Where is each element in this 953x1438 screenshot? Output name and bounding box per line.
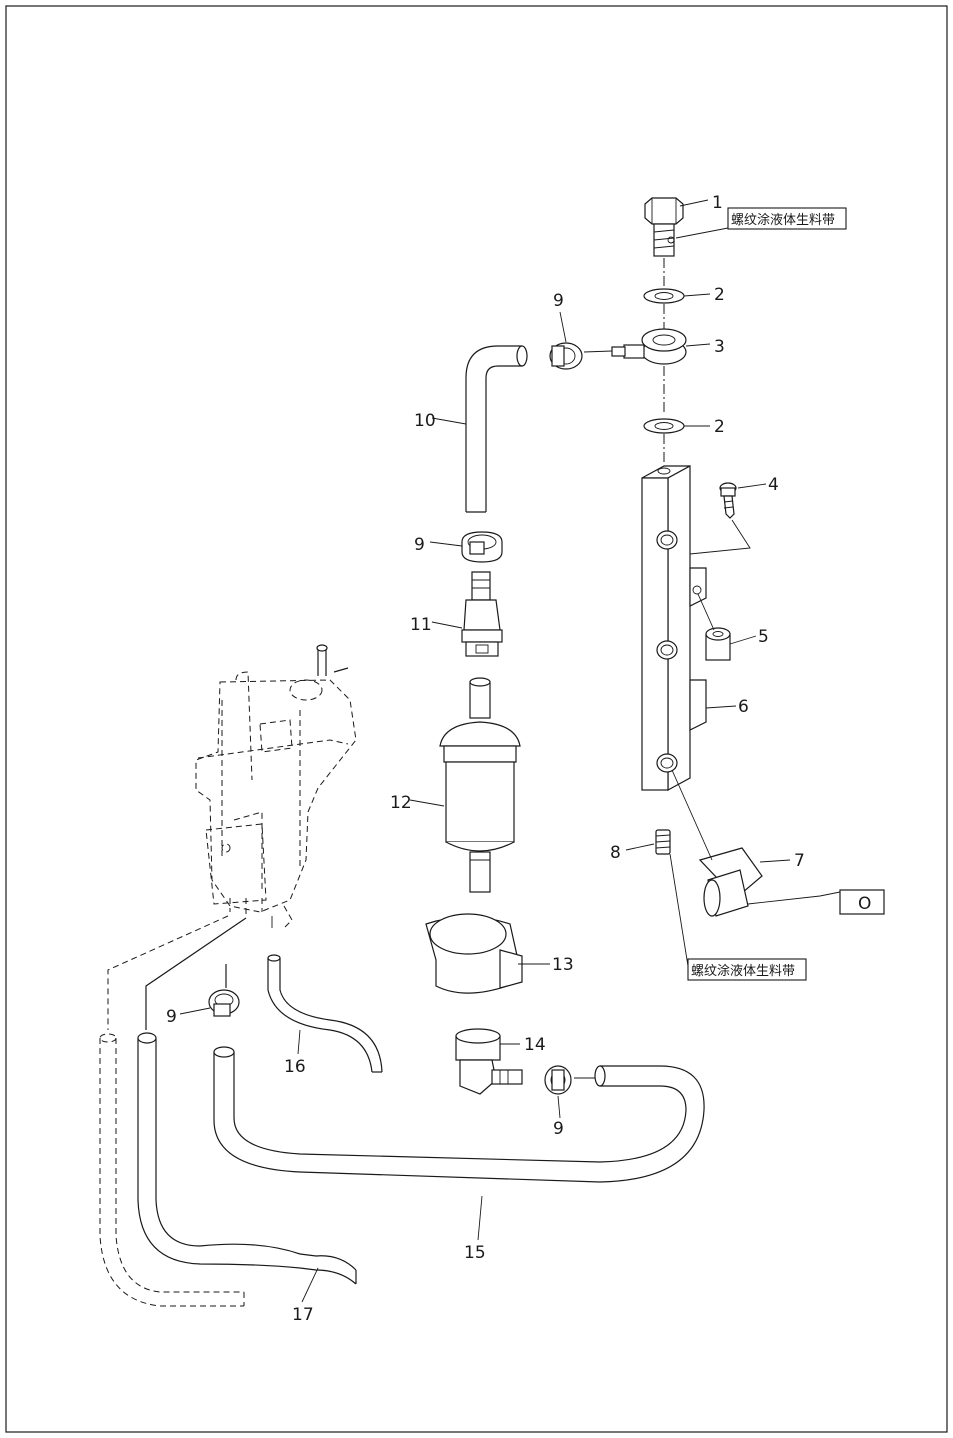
mounting-screw: [719, 482, 737, 519]
fuel-rail: [641, 464, 707, 792]
note-text-top: 螺纹涂液体生料带: [731, 212, 835, 228]
hose-clamp-upper: [549, 342, 583, 370]
callout-2-lower: 2: [714, 417, 725, 437]
callout-9-right: 9: [553, 1119, 564, 1139]
hose-10-right-edge: [485, 365, 522, 512]
filter-bracket: [425, 913, 523, 994]
hose-16-outer: [267, 958, 373, 1073]
hose-clamp-lower-left: [208, 989, 240, 1017]
hose-15-inner: [233, 1052, 687, 1163]
hose-10-left-edge: [465, 345, 522, 512]
connector-tag-letter: O: [858, 894, 871, 914]
hose-17-edge: [137, 1038, 301, 1269]
callout-3: 3: [714, 337, 725, 357]
callout-13: 13: [552, 955, 574, 975]
callout-14: 14: [524, 1035, 546, 1055]
callout-8: 8: [610, 843, 621, 863]
hose-clamp-lower-right: [544, 1065, 572, 1095]
spacer-axis: [697, 593, 715, 631]
note-text-bottom: 螺纹涂液体生料带: [691, 963, 795, 979]
tag-wire: [747, 891, 841, 905]
leader-lines: [179, 199, 791, 1303]
hose-17-opening: [137, 1032, 157, 1044]
callout-9-left: 9: [166, 1007, 177, 1027]
hose-15-opening: [594, 1065, 606, 1087]
callout-4: 4: [768, 475, 779, 495]
hose-15-outer: [213, 1052, 705, 1183]
hose-16-opening: [267, 954, 281, 962]
supply-line-path: [145, 917, 247, 1030]
clamp-axis: [583, 350, 613, 353]
connector-axis: [671, 769, 713, 861]
sealing-washer-upper: [643, 288, 685, 304]
return-hose-inner: [115, 1038, 244, 1293]
banjo-fitting: [611, 328, 687, 365]
quick-connector-fitting: [461, 571, 503, 657]
callout-10: 10: [414, 411, 436, 431]
return-hose-opening: [99, 1033, 117, 1043]
banjo-bolt: [644, 197, 684, 257]
fuel-filter: [439, 677, 521, 893]
return-hose-outer: [99, 1038, 244, 1307]
connector-tag: [839, 889, 885, 915]
callout-15: 15: [464, 1243, 486, 1263]
callout-7: 7: [794, 851, 805, 871]
callout-16: 16: [284, 1057, 306, 1077]
hose-17-edge: [299, 1267, 357, 1285]
callout-17: 17: [292, 1305, 314, 1325]
callout-9-middle: 9: [414, 535, 425, 555]
sealing-washer-lower: [643, 418, 685, 434]
injector-connector: [698, 847, 763, 917]
callout-11: 11: [410, 615, 432, 635]
return-line-path: [107, 915, 229, 1030]
fuel-tank-assembly: [195, 644, 357, 929]
hose-17-edge: [155, 1038, 301, 1255]
hose-clamp-middle: [461, 531, 503, 563]
hose-15-opening: [213, 1046, 235, 1058]
rubber-spacer: [705, 627, 731, 661]
sheet-border: [5, 5, 948, 1433]
callout-6: 6: [738, 697, 749, 717]
callout-5: 5: [758, 627, 769, 647]
callout-12: 12: [390, 793, 412, 813]
hose-10-opening: [516, 345, 528, 367]
callout-9-top: 9: [553, 291, 564, 311]
note-box-top: [727, 207, 847, 230]
threaded-plug: [655, 829, 671, 855]
callout-2-upper: 2: [714, 285, 725, 305]
elbow-fitting: [455, 1028, 523, 1095]
hose-17-edge: [299, 1253, 357, 1271]
hose-16-inner: [279, 958, 383, 1073]
screw-pointer: [689, 519, 751, 555]
callout-1: 1: [712, 193, 723, 213]
note-box-bottom: [687, 958, 807, 981]
